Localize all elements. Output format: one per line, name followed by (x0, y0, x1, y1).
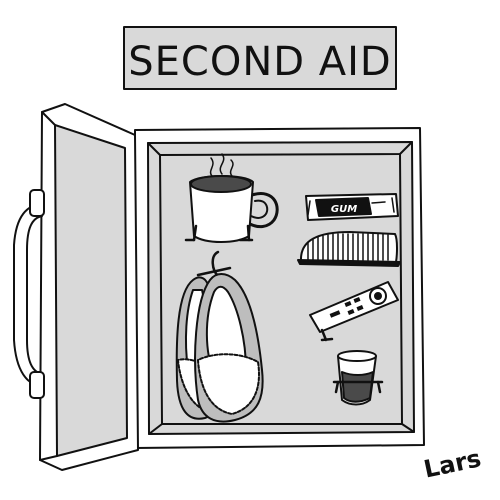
sign-label: SECOND AID (128, 39, 391, 85)
tv-remote (309, 281, 399, 342)
shot-glass (332, 350, 384, 406)
mug-hook (184, 224, 254, 242)
comb-teeth (307, 233, 389, 261)
slippers (175, 250, 264, 423)
gum-label: GUM (331, 204, 357, 215)
door-handle (13, 189, 45, 399)
comb (297, 231, 401, 267)
cabinet-door (39, 103, 139, 471)
steam (209, 153, 234, 177)
remote-buttons (329, 297, 364, 318)
coffee-mug (184, 153, 279, 243)
sign: SECOND AID (123, 26, 397, 90)
slipper-right (194, 273, 264, 423)
artist-signature: Lars (421, 444, 483, 483)
gum-pack: GUM (305, 193, 399, 221)
